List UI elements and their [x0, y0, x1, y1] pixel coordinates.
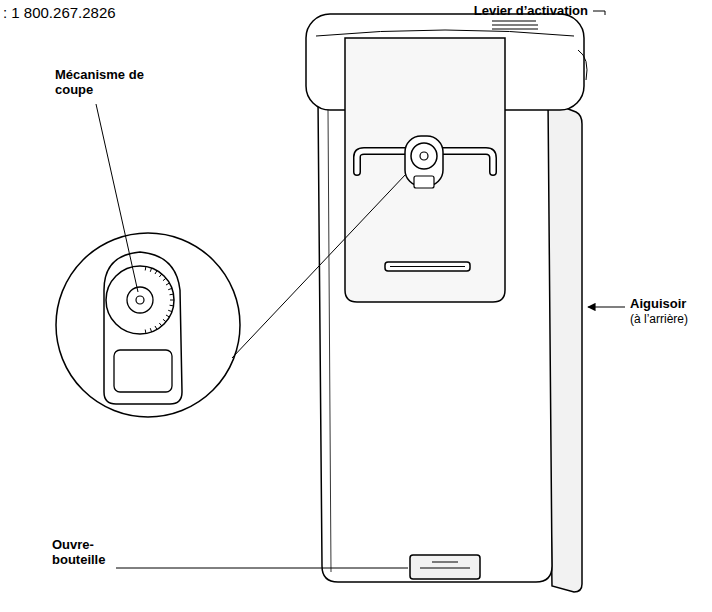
gear-tooth: [170, 294, 174, 296]
zoom-wheel: [106, 266, 174, 334]
body-edge: [328, 110, 331, 572]
bottle-opener-lip: [420, 562, 470, 568]
magnet-slot: [385, 262, 470, 271]
gear-tooth: [163, 319, 166, 322]
bottle-leader: [116, 568, 408, 569]
gear-tooth: [168, 288, 172, 289]
gear-tooth: [145, 267, 147, 271]
gear-tooth: [170, 305, 174, 307]
lever-leader: [593, 11, 605, 15]
lever-plate: [345, 38, 505, 302]
gear-tooth: [163, 278, 166, 281]
gear-tooth: [150, 268, 151, 272]
cap-side: [578, 50, 587, 80]
part-label: Mécanisme de coupe: [55, 68, 150, 98]
gear-tooth: [155, 326, 157, 329]
gear-tooth: [159, 323, 162, 326]
zoom-circle: [56, 233, 240, 417]
gear-tooth: [155, 271, 157, 274]
zoom-leader: [232, 174, 406, 358]
gear-tooth: [145, 330, 147, 334]
cutter-wheel: [411, 143, 437, 169]
magnet-slot-line: [390, 266, 465, 267]
cutter-leader: [96, 104, 138, 292]
zoom-hub-center: [136, 296, 144, 304]
gear-tooth: [166, 315, 169, 317]
part-note: (à l’arrière): [630, 313, 688, 327]
gear-tooth: [168, 310, 172, 311]
cutter-hub: [420, 152, 428, 160]
cap-vents: [492, 21, 538, 29]
cutter-tab: [414, 176, 434, 188]
part-label: Levier d’activation: [474, 4, 588, 19]
gear-tooth: [150, 328, 151, 332]
gear-tooth: [170, 300, 174, 301]
zoom-housing: [104, 252, 182, 404]
gear-tooth: [166, 283, 169, 285]
zoom-hub: [127, 287, 153, 313]
cap-lip: [316, 30, 574, 36]
bottle-opener: [410, 555, 480, 579]
zoom-tab: [114, 350, 172, 392]
body-front: [318, 100, 552, 582]
sharpener-arrow: [588, 306, 625, 307]
part-label: Aiguisoir: [630, 297, 686, 312]
gear-tooth: [159, 274, 162, 277]
phone-number: : 1 800.267.2826: [3, 4, 116, 21]
part-label: Ouvre- bouteille: [52, 538, 114, 568]
